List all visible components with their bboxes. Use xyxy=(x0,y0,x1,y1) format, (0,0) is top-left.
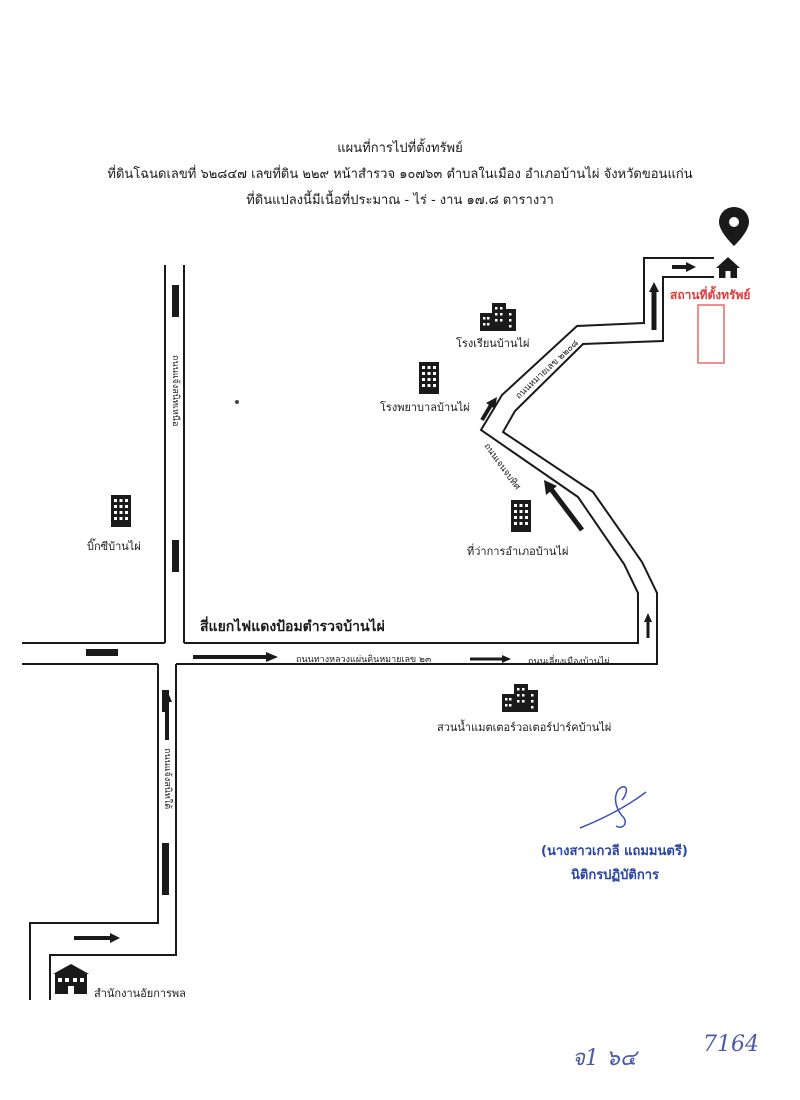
direction-arrows xyxy=(74,262,696,943)
prosecutor-office-label: สำนักงานอัยการพล xyxy=(94,987,186,1000)
hospital-label: โรงพยาบาลบ้านไผ่ xyxy=(380,401,470,414)
map-title: แผนที่การไปที่ตั้งทรัพย์ xyxy=(337,141,463,156)
deed-info: ที่ดินโฉนดเลขที่ ๖๒๘๔๗ เลขที่ดิน ๒๒๙ หน้… xyxy=(107,167,693,182)
district-office-building-icon xyxy=(511,500,531,532)
handwritten-note-left: จ1 ๖๔ xyxy=(572,1046,637,1071)
school-building-icon xyxy=(480,303,516,331)
school-label: โรงเรียนบ้านไผ่ xyxy=(456,337,530,350)
road-name-north: ถนนแจ้งสนิทเหนือ xyxy=(170,355,180,427)
area-info: ที่ดินแปลงนี้มีเนื้อที่ประมาณ - ไร่ - งา… xyxy=(246,193,554,208)
road-name-south: ถนนแจ้งสนิทใต้ xyxy=(162,748,172,810)
house-icon xyxy=(716,257,740,278)
road-south-right-edge xyxy=(49,664,177,1000)
bigc-building-icon xyxy=(111,495,131,527)
water-park-building-icon xyxy=(502,684,538,712)
handwritten-note-right: 7164 xyxy=(703,1032,759,1057)
location-pin-icon xyxy=(719,207,749,246)
office-building-icon xyxy=(53,964,89,994)
signature-scribble xyxy=(579,786,647,829)
road-name-highway: ถนนทางหลวงแผ่นดินหมายเลข ๒๓ xyxy=(296,655,432,665)
property-label: สถานที่ตั้งทรัพย์ xyxy=(670,288,751,302)
highway-top-east xyxy=(184,257,714,644)
road-south-left-edge xyxy=(29,664,159,1000)
property-parcel xyxy=(697,304,725,364)
bigc-label: บิ๊กซีบ้านไผ่ xyxy=(87,540,141,553)
hospital-building-icon xyxy=(419,362,439,394)
district-office-label: ที่ว่าการอำเภอบ้านไผ่ xyxy=(467,545,569,558)
road-name-bypass: ถนนเลี่ยงเมืองบ้านไผ่ xyxy=(528,657,610,667)
signer-position: นิติกรปฏิบัติการ xyxy=(571,868,660,883)
water-park-label: สวนน้ำแมตเตอร์วอเตอร์ปาร์คบ้านไผ่ xyxy=(437,721,612,734)
map-title-block: แผนที่การไปที่ตั้งทรัพย์ ที่ดินโฉนดเลขที… xyxy=(0,136,800,214)
intersection-label: สี่แยกไฟแดงป้อมตำรวจบ้านไผ่ xyxy=(200,619,385,635)
signer-name: (นางสาวเกวลี แถมมนตรี) xyxy=(541,844,688,859)
highway-bottom-east xyxy=(176,276,714,665)
